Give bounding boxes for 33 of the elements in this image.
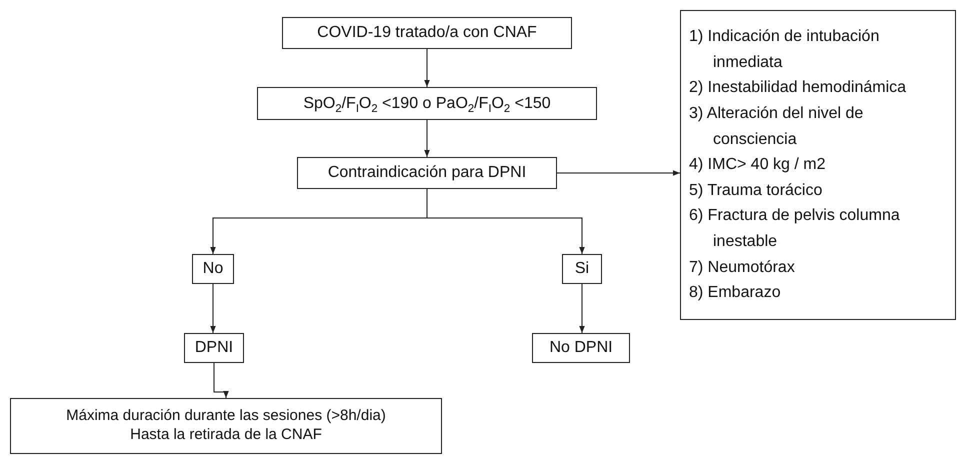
list-item: 2) Inestabilidad hemodinámica bbox=[689, 78, 908, 98]
process-box bbox=[10, 398, 442, 454]
process-box bbox=[192, 254, 234, 284]
arrow bbox=[424, 120, 430, 158]
list-item: 8) Embarazo bbox=[689, 283, 782, 304]
list-item: 1) Indicación de intubación inmediata bbox=[689, 27, 880, 73]
box-text: Contraindicación para DPNI bbox=[328, 163, 526, 183]
process-box bbox=[532, 333, 630, 363]
process-box bbox=[184, 333, 244, 363]
arrow bbox=[210, 284, 216, 334]
list-item: 6) Fractura de pelvis columna inestable bbox=[689, 206, 901, 252]
process-box bbox=[562, 254, 602, 284]
process-box bbox=[257, 87, 597, 120]
box-text: COVID-19 tratado/a con CNAF bbox=[317, 23, 537, 43]
process-box bbox=[282, 17, 572, 49]
box-text: No DPNI bbox=[549, 338, 613, 358]
list-item: 5) Trauma torácico bbox=[689, 180, 824, 201]
process-box bbox=[297, 157, 557, 189]
box-text: Máxima duración durante las sesiones (>8h/dia) bbox=[66, 407, 386, 426]
list-item: 3) Alteración del nivel de consciencia bbox=[689, 104, 864, 150]
arrow bbox=[214, 362, 229, 398]
box-text: Si bbox=[574, 259, 590, 279]
arrow bbox=[426, 188, 585, 254]
arrow bbox=[579, 284, 585, 334]
box-text: No bbox=[202, 259, 224, 279]
box-text: Hasta la retirada de la CNAF bbox=[130, 426, 322, 445]
list-item: 4) IMC> 40 kg / m2 bbox=[689, 155, 826, 176]
box-text: DPNI bbox=[194, 338, 234, 358]
list-item: 7) Neumotórax bbox=[689, 258, 796, 278]
box-text: SpO$_{2}$/F$_{I}$O$_{2}$ <190 o PaO$_{2}$/F$_{I}$O$_{2}$ <150 bbox=[303, 94, 551, 114]
criteria-list-box bbox=[680, 10, 956, 320]
arrow bbox=[424, 48, 430, 88]
arrow bbox=[556, 170, 680, 176]
